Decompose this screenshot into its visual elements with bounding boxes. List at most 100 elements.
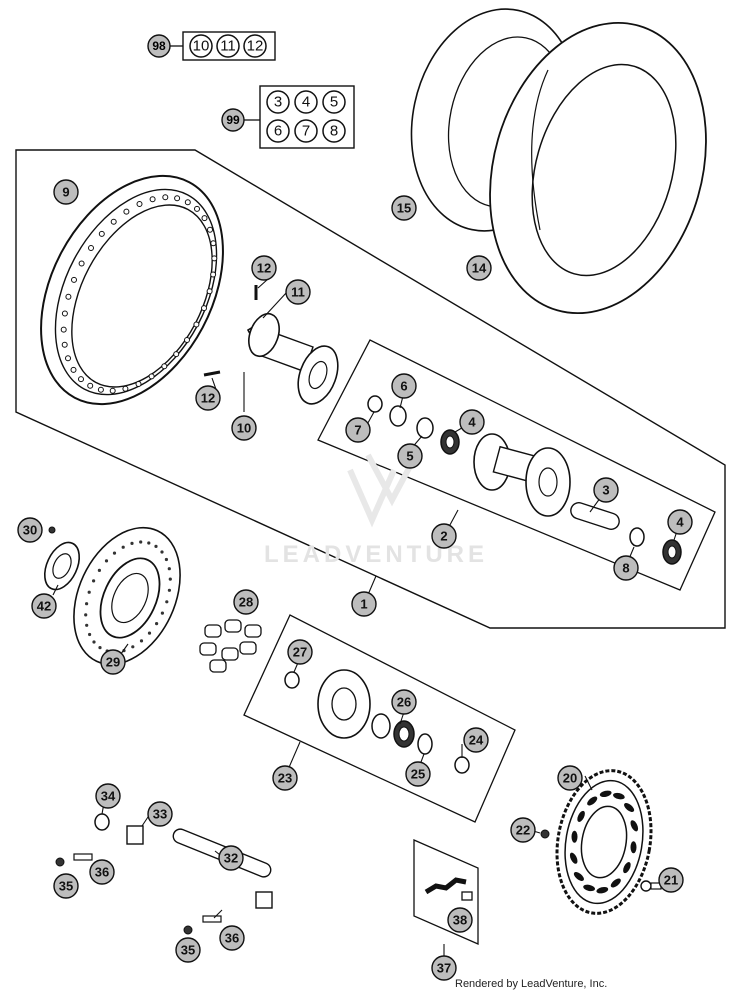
svg-text:11: 11 (291, 285, 305, 300)
callout-labels: 1234456789101112121415202122232425262728… (17, 179, 693, 981)
callout-6[interactable]: 6 (391, 373, 417, 399)
svg-text:30: 30 (23, 523, 37, 538)
kit-99-label: 99 (226, 113, 240, 127)
callout-11[interactable]: 11 (285, 279, 311, 305)
chain-kit-outline (413, 839, 479, 945)
svg-text:4: 4 (676, 515, 684, 530)
svg-text:32: 32 (224, 851, 238, 866)
callout-20[interactable]: 20 (557, 765, 583, 791)
callout-25[interactable]: 25 (405, 761, 431, 787)
svg-text:4: 4 (302, 94, 310, 111)
watermark-logo (347, 453, 419, 528)
svg-text:36: 36 (95, 865, 109, 880)
front-hub-drawing (203, 285, 339, 405)
kit-99-item: 6 (266, 119, 290, 143)
callout-8[interactable]: 8 (613, 555, 639, 581)
callout-26[interactable]: 26 (391, 689, 417, 715)
svg-text:27: 27 (293, 645, 307, 660)
callout-37[interactable]: 37 (431, 955, 457, 981)
axle-drawing (172, 828, 273, 909)
svg-text:8: 8 (622, 561, 629, 576)
svg-text:36: 36 (225, 931, 239, 946)
svg-text:9: 9 (62, 185, 69, 200)
callout-36[interactable]: 36 (89, 859, 115, 885)
sprocket-nut-drawing (540, 829, 550, 839)
callout-42[interactable]: 42 (31, 593, 57, 619)
svg-text:3: 3 (602, 483, 609, 498)
sprocket-carrier-outline (243, 614, 516, 823)
callout-12[interactable]: 12 (251, 255, 277, 281)
kit-99-item: 5 (322, 90, 346, 114)
callout-38[interactable]: 38 (447, 907, 473, 933)
svg-text:38: 38 (453, 913, 467, 928)
svg-text:26: 26 (397, 695, 411, 710)
hub-subassembly-parts (367, 395, 682, 565)
callout-28[interactable]: 28 (233, 589, 259, 615)
callout-21[interactable]: 21 (658, 867, 684, 893)
svg-text:12: 12 (201, 391, 215, 406)
kit-99-item: 3 (266, 90, 290, 114)
kit-99-item: 8 (322, 119, 346, 143)
svg-text:29: 29 (106, 655, 120, 670)
callout-14[interactable]: 14 (466, 255, 492, 281)
svg-text:1: 1 (360, 597, 367, 612)
svg-text:5: 5 (406, 449, 413, 464)
svg-text:6: 6 (400, 379, 407, 394)
svg-text:35: 35 (181, 943, 195, 958)
svg-text:3: 3 (274, 94, 282, 111)
callout-30[interactable]: 30 (17, 517, 43, 543)
callout-33[interactable]: 33 (147, 801, 173, 827)
svg-text:7: 7 (302, 123, 310, 140)
sprocket-bolt-drawing (640, 880, 662, 892)
svg-text:12: 12 (247, 38, 264, 55)
svg-text:42: 42 (37, 599, 51, 614)
svg-text:35: 35 (59, 879, 73, 894)
svg-text:21: 21 (664, 873, 678, 888)
callout-4[interactable]: 4 (459, 409, 485, 435)
callout-35[interactable]: 35 (53, 873, 79, 899)
svg-text:15: 15 (397, 201, 411, 216)
callout-5[interactable]: 5 (397, 443, 423, 469)
svg-text:28: 28 (239, 595, 253, 610)
callout-29[interactable]: 29 (100, 649, 126, 675)
callout-15[interactable]: 15 (391, 195, 417, 221)
callout-32[interactable]: 32 (218, 845, 244, 871)
callout-23[interactable]: 23 (272, 765, 298, 791)
callout-10[interactable]: 10 (231, 415, 257, 441)
callout-36[interactable]: 36 (219, 925, 245, 951)
callout-24[interactable]: 24 (463, 727, 489, 753)
svg-text:23: 23 (278, 771, 292, 786)
callout-2[interactable]: 2 (431, 523, 457, 549)
callout-35[interactable]: 35 (175, 937, 201, 963)
tire-drawing (489, 21, 707, 315)
watermark-text: LEADVENTURE (264, 541, 488, 568)
svg-text:14: 14 (472, 261, 487, 276)
svg-text:34: 34 (101, 789, 116, 804)
credit-text: Rendered by LeadVenture, Inc. (455, 978, 608, 990)
callout-22[interactable]: 22 (510, 817, 536, 843)
svg-text:20: 20 (563, 771, 577, 786)
callout-1[interactable]: 1 (351, 591, 377, 617)
kit-98-item: 10 (189, 34, 213, 58)
callout-7[interactable]: 7 (345, 417, 371, 443)
callout-3[interactable]: 3 (593, 477, 619, 503)
svg-text:7: 7 (354, 423, 361, 438)
svg-text:11: 11 (220, 38, 236, 55)
svg-text:8: 8 (330, 123, 338, 140)
svg-text:24: 24 (469, 733, 484, 748)
svg-text:10: 10 (193, 38, 210, 55)
callout-34[interactable]: 34 (95, 783, 121, 809)
svg-text:4: 4 (468, 415, 476, 430)
svg-text:12: 12 (257, 261, 271, 276)
damper-set-drawing (199, 619, 262, 673)
callout-12[interactable]: 12 (195, 385, 221, 411)
svg-text:6: 6 (274, 123, 282, 140)
svg-text:2: 2 (440, 529, 447, 544)
callout-9[interactable]: 9 (53, 179, 79, 205)
callout-4[interactable]: 4 (667, 509, 693, 535)
callout-27[interactable]: 27 (287, 639, 313, 665)
hub-subassembly-outline (317, 339, 716, 591)
